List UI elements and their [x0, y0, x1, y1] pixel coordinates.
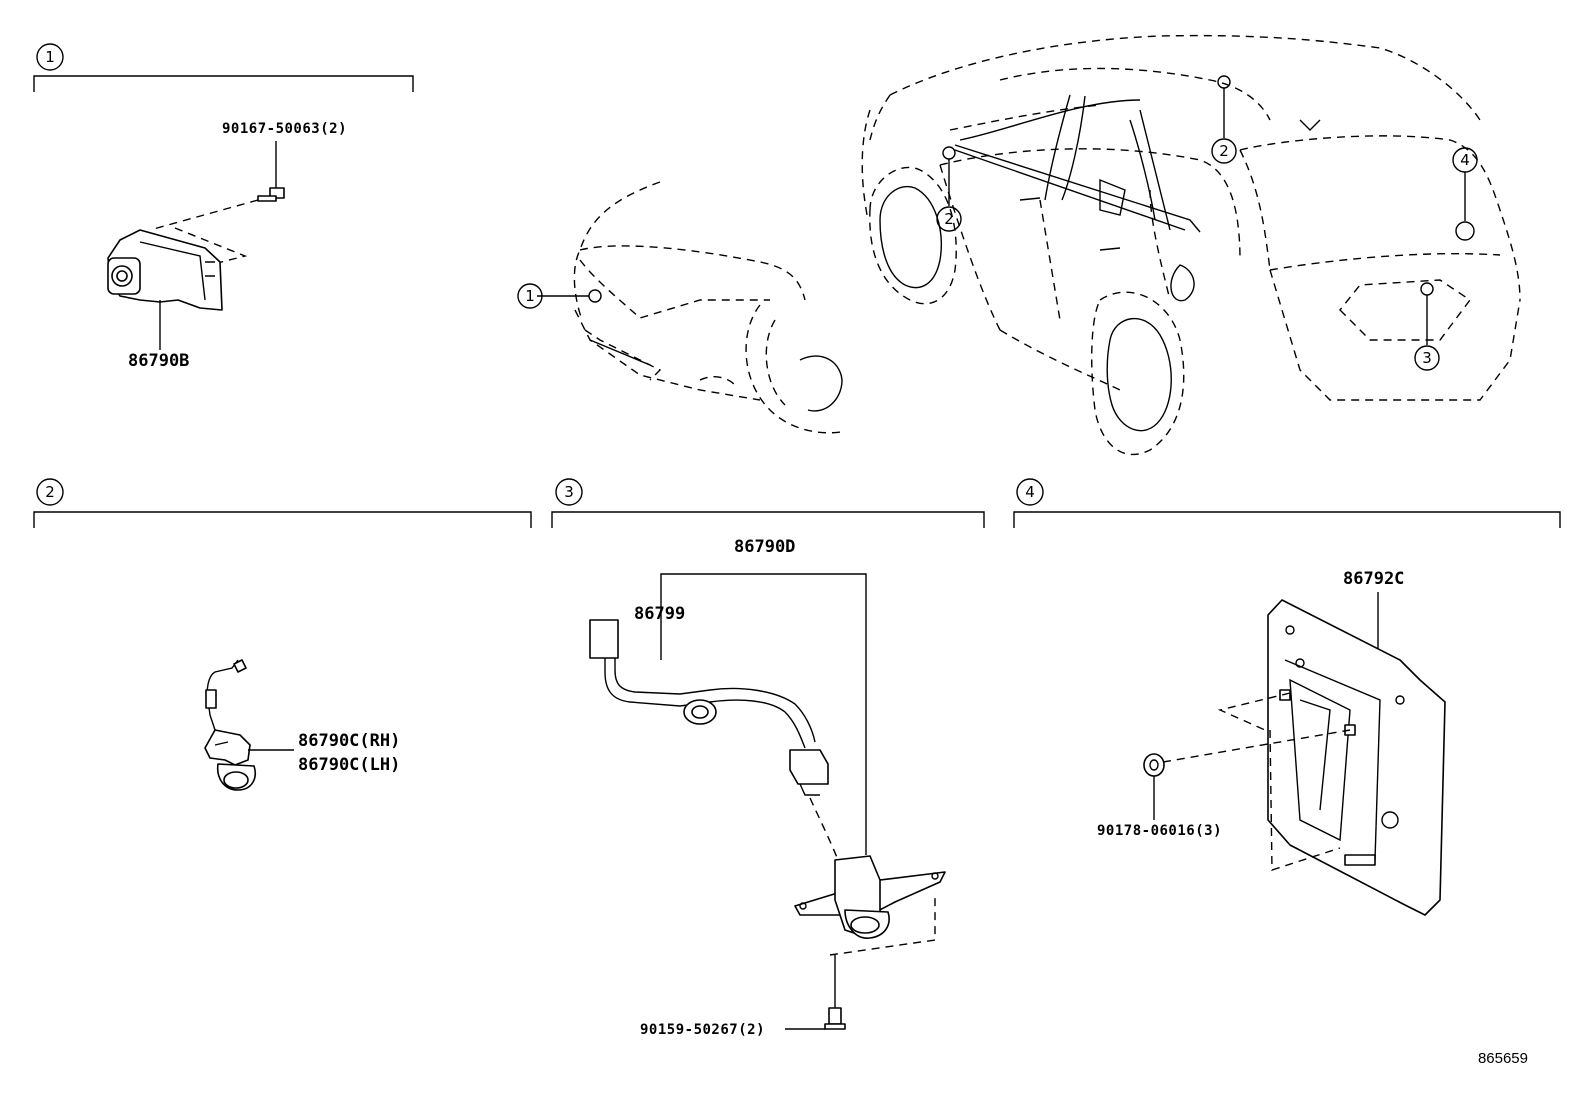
callout-mirror-left: 2 [944, 210, 954, 228]
part-number-86790C-RH[interactable]: 86790C(RH) [298, 731, 400, 751]
nut-icon [1143, 753, 1165, 777]
section-4: 4 86792C 90178-06016(3) [1013, 478, 1561, 916]
side-camera-icon [204, 659, 256, 791]
part-number-86790C-LH[interactable]: 86790C(LH) [298, 755, 400, 775]
rear-vehicle-view: 2 2 4 3 [861, 34, 1521, 456]
rear-camera-icon [794, 855, 946, 939]
section-2: 2 86790C(RH) 86790C(LH) [33, 478, 532, 791]
section-3-number: 3 [564, 483, 574, 501]
callout-rear-lower: 3 [1422, 349, 1432, 367]
part-number-86790B[interactable]: 86790B [128, 351, 189, 371]
section-4-number: 4 [1025, 483, 1035, 501]
wire-harness-icon [589, 619, 829, 796]
control-module-icon [1267, 599, 1446, 916]
section-1: 1 90167-50063(2) 86790B [33, 43, 414, 371]
front-camera-icon [107, 229, 223, 311]
part-number-90159-50267[interactable]: 90159-50267(2) [640, 1022, 765, 1038]
front-vehicle-view: 1 [517, 181, 843, 434]
callout-rear-upper: 4 [1460, 151, 1470, 169]
section-1-number: 1 [45, 48, 55, 66]
section-3: 3 86790D 86799 [551, 478, 985, 1038]
callout-front: 1 [525, 287, 535, 305]
bolt-icon [257, 141, 285, 202]
part-number-90178-06016[interactable]: 90178-06016(3) [1097, 823, 1222, 839]
callout-mirror-right: 2 [1219, 142, 1229, 160]
part-number-90167-50063[interactable]: 90167-50063(2) [222, 121, 347, 137]
part-number-86790D[interactable]: 86790D [734, 537, 795, 557]
part-number-86799[interactable]: 86799 [634, 604, 685, 624]
part-number-86792C[interactable]: 86792C [1343, 569, 1404, 589]
diagram-reference-number: 865659 [1477, 1050, 1528, 1067]
section-2-number: 2 [45, 483, 55, 501]
screw-icon [824, 1007, 846, 1030]
